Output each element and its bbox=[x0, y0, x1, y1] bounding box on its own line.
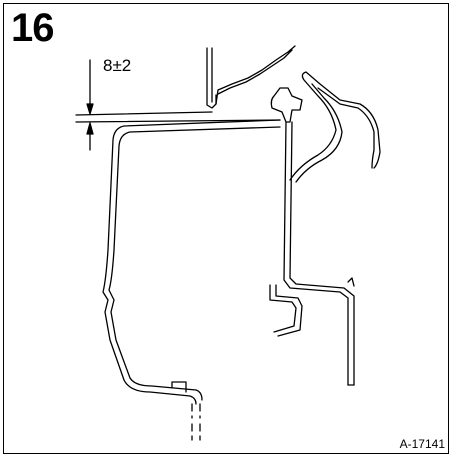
lower-bracket bbox=[269, 284, 297, 333]
dimension-extension-upper bbox=[75, 111, 213, 116]
door-frame-left bbox=[283, 121, 349, 386]
fastener-clip bbox=[270, 87, 303, 123]
figure-frame bbox=[3, 3, 449, 454]
door-frame-flange bbox=[347, 277, 355, 287]
seal-profile-outer bbox=[102, 119, 281, 405]
reference-code: A-17141 bbox=[399, 437, 445, 451]
dimension-arrow-down bbox=[86, 103, 94, 115]
figure-number: 16 bbox=[11, 6, 54, 50]
upper-trim-line bbox=[215, 45, 296, 105]
dimension-arrow-up bbox=[86, 122, 94, 135]
door-frame-right bbox=[289, 121, 355, 386]
upper-panel-edge bbox=[206, 47, 217, 109]
bottom-clip bbox=[171, 381, 187, 393]
outer-panel-curve bbox=[289, 71, 381, 181]
dimension-extension-lower bbox=[75, 119, 281, 123]
outer-panel-curve-inner bbox=[295, 83, 375, 183]
lower-bracket-inner bbox=[275, 284, 303, 337]
dimension-label: 8±2 bbox=[103, 56, 132, 75]
seal-profile-inner bbox=[108, 126, 281, 401]
